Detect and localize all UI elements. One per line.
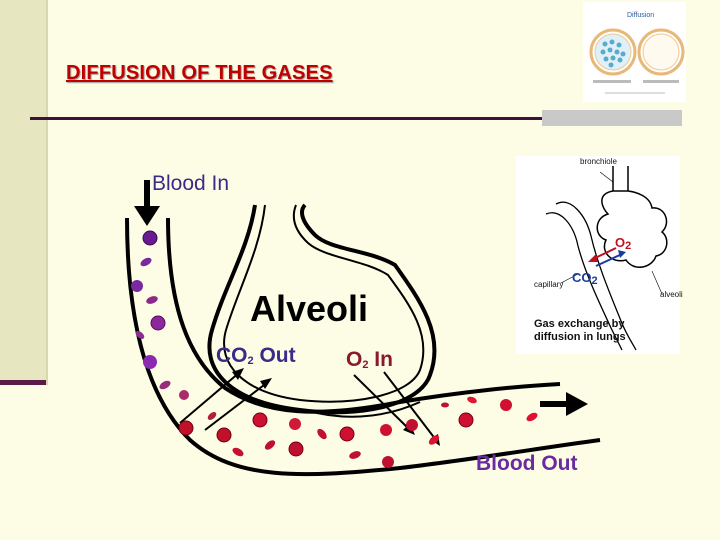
co2-arrow-1 — [179, 371, 241, 424]
blood-out-label: Blood Out — [476, 452, 578, 475]
inset-co2-label: CO2 — [572, 270, 598, 287]
o2-arrow-2 — [383, 371, 437, 441]
oxygenated-blood-cells — [178, 396, 538, 468]
left-decor-bar — [0, 0, 46, 385]
left-decor-bar-end — [0, 380, 46, 385]
title-underline-rule — [30, 117, 542, 120]
inset-drawing — [545, 166, 668, 351]
inset-o2-label: O2 — [615, 235, 632, 252]
slide-title: DIFFUSION OF THE GASES — [66, 62, 333, 84]
title-rule-accent — [542, 110, 682, 126]
co2-out-label: CO2 Out — [216, 344, 296, 367]
inset-capillary-label: capillary — [534, 280, 564, 289]
o2-arrow-1 — [353, 374, 411, 431]
co2-arrow-2 — [204, 381, 269, 431]
left-decor-rule — [46, 0, 48, 385]
inset-bronchiole-label: bronchiole — [580, 157, 617, 166]
blood-in-arrow-head — [134, 206, 160, 226]
deoxygenated-blood-cells — [131, 230, 189, 400]
inset-caption: Gas exchange by diffusion in lungs — [534, 318, 626, 343]
gas-exchange-inset-image — [516, 156, 680, 354]
capillary-wall-outer — [125, 217, 601, 477]
thumbnail-title: Diffusion — [627, 12, 655, 19]
o2-in-label: O2 In — [346, 348, 393, 371]
thumbnail-drawing — [589, 28, 685, 94]
alveolus-outline-outer — [207, 203, 437, 415]
inset-alveoli-label: alveoli — [660, 290, 683, 299]
alveolus-outline-inner — [223, 204, 425, 403]
alveoli-label: Alveoli — [250, 288, 369, 329]
alveolus-base — [304, 401, 421, 418]
blood-out-arrow-head — [566, 392, 588, 416]
diffusion-thumbnail-image — [583, 2, 686, 102]
blood-in-label: Blood In — [152, 172, 230, 195]
